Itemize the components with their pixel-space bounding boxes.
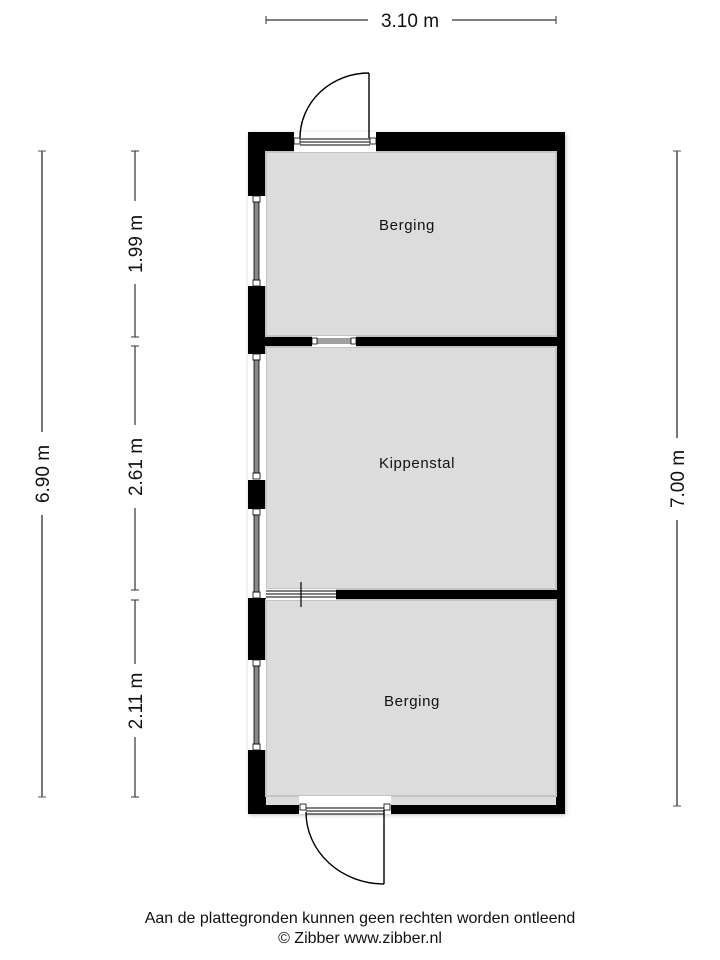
disclaimer-text: Aan de plattegronden kunnen geen rechten… <box>144 910 576 927</box>
dimension-left-total: 6.90 m <box>33 150 54 798</box>
room-floor-berging-top <box>266 152 556 336</box>
building <box>248 132 565 814</box>
dimension-label-segment-2: 2.61 m <box>126 438 147 496</box>
window-interior <box>311 336 357 347</box>
dimension-label-total-right: 7.00 m <box>668 450 689 508</box>
window-left-2 <box>248 353 266 480</box>
dimension-right-total: 7.00 m <box>668 150 689 807</box>
dimension-left-segment-3: 2.11 m <box>126 599 147 798</box>
room-label-kippenstal: Kippenstal <box>379 455 455 472</box>
dimension-top-width: 3.10 m <box>265 11 557 32</box>
dimension-left-segment-1: 1.99 m <box>126 150 147 338</box>
room-label-berging-bottom: Berging <box>384 693 440 710</box>
window-left-4 <box>248 659 266 751</box>
dimension-label-width: 3.10 m <box>381 11 439 32</box>
dimension-label-segment-1: 1.99 m <box>126 215 147 273</box>
door-bottom[interactable] <box>299 796 391 885</box>
sliding-door-interior[interactable] <box>266 582 336 607</box>
room-floor-kippenstal <box>266 347 556 589</box>
dimension-label-segment-3: 2.11 m <box>126 673 147 730</box>
room-floor-berging-bottom <box>266 600 556 805</box>
door-top[interactable] <box>293 72 377 152</box>
window-left-1 <box>248 195 266 287</box>
dimension-left-segment-2: 2.61 m <box>126 345 147 591</box>
window-left-3 <box>248 508 266 599</box>
copyright-text: © Zibber www.zibber.nl <box>278 930 442 947</box>
dimension-label-total-left: 6.90 m <box>33 445 54 503</box>
room-label-berging-top: Berging <box>379 217 435 234</box>
